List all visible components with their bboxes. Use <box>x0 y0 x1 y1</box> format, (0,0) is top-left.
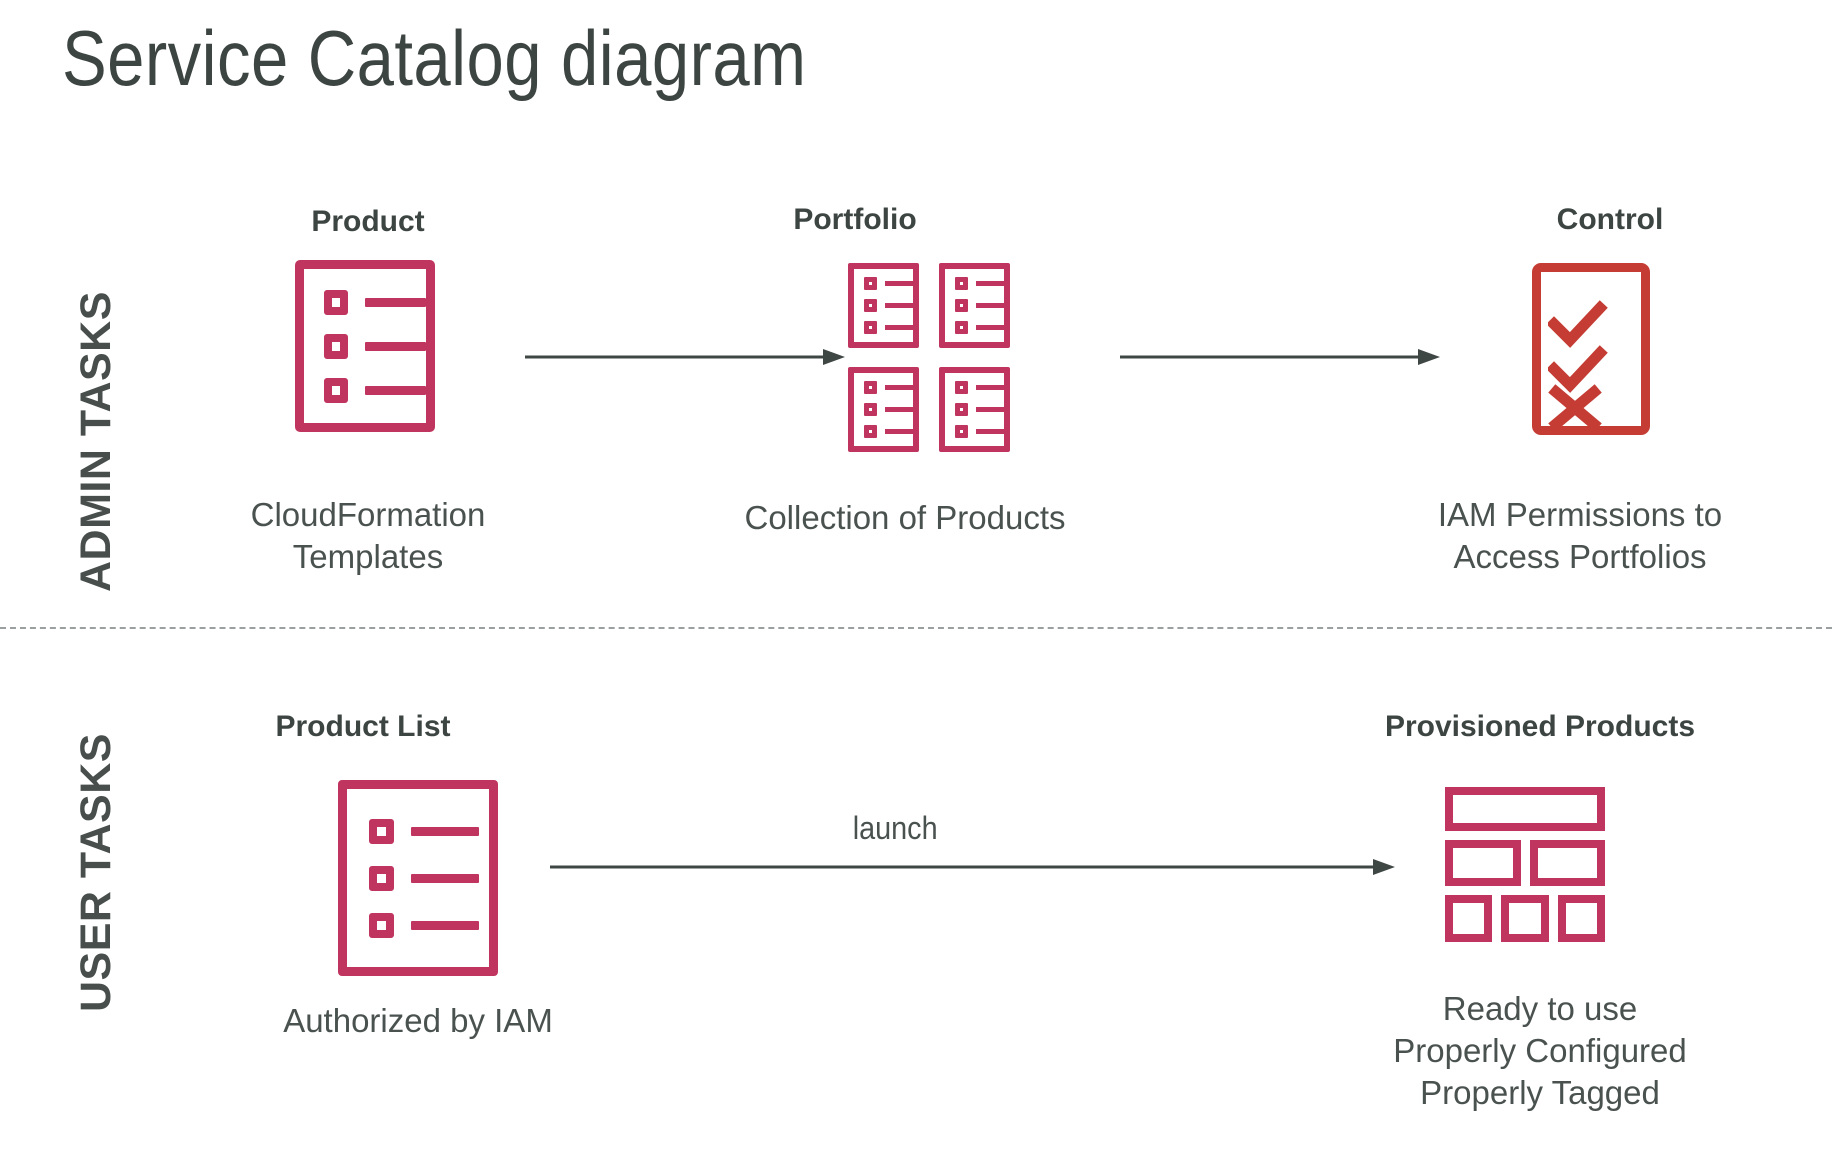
checkbox-square <box>864 321 877 334</box>
list-line <box>411 826 479 836</box>
checkbox-square <box>864 381 877 394</box>
checkbox-square <box>864 299 877 312</box>
product-caption: CloudFormation Templates <box>250 496 486 576</box>
list-document-icon <box>848 263 919 348</box>
checkbox-square <box>864 425 877 438</box>
product-list-caption: Authorized by IAM <box>283 1002 553 1039</box>
dashboard-cell-medium <box>1445 840 1521 886</box>
list-line <box>365 385 426 395</box>
checkbox-square <box>955 381 968 394</box>
checkbox-square <box>369 818 394 844</box>
list-row <box>324 377 426 403</box>
checkbox-square <box>864 277 877 290</box>
list-line <box>411 873 479 883</box>
provisioned-products-caption: Ready to use Properly Configured Properl… <box>1393 990 1687 1112</box>
list-document-icon <box>338 780 498 976</box>
list-line <box>975 385 1004 390</box>
list-line <box>975 303 1004 308</box>
arrow-portfolio-to-control <box>1120 345 1440 374</box>
list-line <box>975 281 1004 286</box>
checkbox-square <box>955 403 968 416</box>
checklist-approval-icon <box>1532 263 1650 435</box>
list-row <box>324 289 426 315</box>
checkbox-square <box>955 277 968 290</box>
list-line <box>365 341 426 351</box>
portfolio-heading: Portfolio <box>793 203 917 236</box>
dashboard-cell-small <box>1557 895 1605 942</box>
list-row <box>324 333 426 359</box>
provisioned-products-heading: Provisioned Products <box>1384 710 1696 743</box>
control-caption: IAM Permissions to Access Portfolios <box>1437 496 1723 576</box>
product-heading: Product <box>311 205 425 238</box>
section-divider <box>0 627 1832 629</box>
arrow-product-to-portfolio <box>525 345 845 374</box>
checkbox-square <box>324 289 349 315</box>
checkbox-square <box>955 321 968 334</box>
dashboard-cell-medium <box>1529 840 1605 886</box>
list-document-icon <box>848 367 919 452</box>
list-line <box>884 325 913 330</box>
control-heading: Control <box>1556 203 1664 236</box>
user-tasks-side-label: USER TASKS <box>72 733 120 1012</box>
list-line <box>365 297 426 307</box>
checkbox-square <box>955 425 968 438</box>
checkbox-square <box>324 377 349 403</box>
portfolio-caption: Collection of Products <box>744 499 1066 536</box>
list-line <box>884 303 913 308</box>
launch-arrow-label: launch <box>852 810 938 846</box>
list-document-icon <box>939 367 1010 452</box>
dashboard-grid-icon <box>1445 787 1605 942</box>
list-line <box>884 385 913 390</box>
list-document-icon <box>939 263 1010 348</box>
product-list-heading: Product List <box>275 710 451 743</box>
checkbox-square <box>369 865 394 891</box>
checkbox-square <box>324 333 349 359</box>
list-line <box>411 920 479 930</box>
checkbox-square <box>864 403 877 416</box>
list-document-icon <box>295 260 435 432</box>
list-line <box>975 407 1004 412</box>
list-line <box>975 325 1004 330</box>
arrow-launch <box>550 855 1395 884</box>
dashboard-cell-small <box>1501 895 1549 942</box>
dashboard-cell-small <box>1445 895 1493 942</box>
portfolio-grid-icon <box>848 263 1010 452</box>
dashboard-cell-wide <box>1445 787 1605 831</box>
admin-tasks-side-label: ADMIN TASKS <box>72 291 120 592</box>
list-line <box>884 429 913 434</box>
checkbox-square <box>955 299 968 312</box>
page-title: Service Catalog diagram <box>62 14 807 102</box>
list-line <box>884 281 913 286</box>
list-line <box>884 407 913 412</box>
list-line <box>975 429 1004 434</box>
checkbox-square <box>369 912 394 938</box>
